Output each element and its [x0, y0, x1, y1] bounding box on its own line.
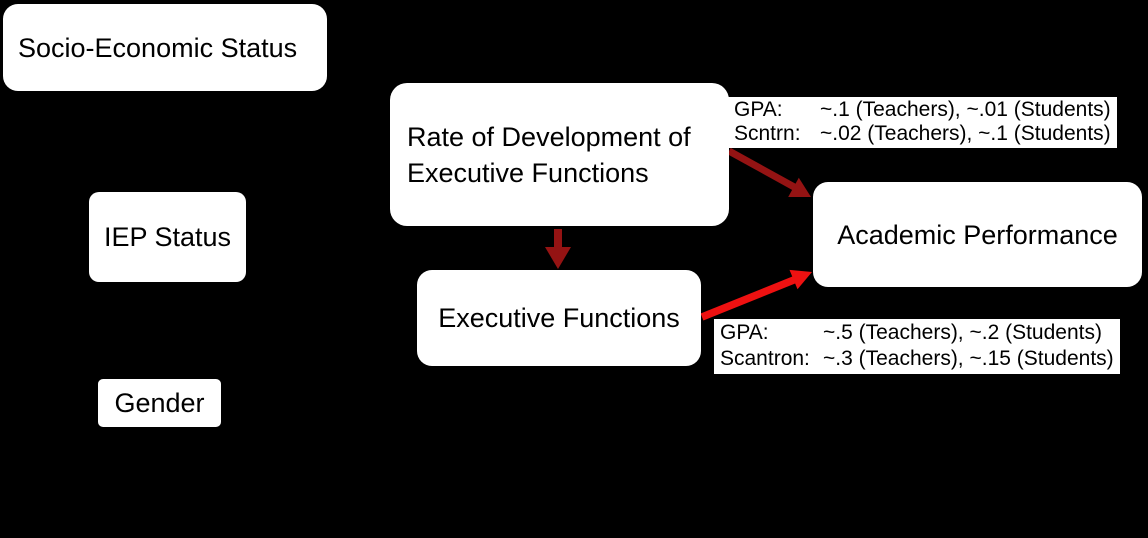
- annotation-gpa-value: ~.1 (Teachers), ~.01 (Students): [820, 98, 1111, 121]
- node-rate-of-development-label: Rate of Development of Executive Functio…: [407, 121, 691, 188]
- node-gender: Gender: [98, 379, 221, 427]
- annotation-row-scntrn: Scntrn: ~.02 (Teachers), ~.1 (Students): [734, 122, 1111, 146]
- annotation-scantron-value: ~.3 (Teachers), ~.15 (Students): [823, 347, 1114, 370]
- annotation-exec-to-acad: GPA: ~.5 (Teachers), ~.2 (Students) Scan…: [714, 319, 1120, 374]
- annotation-gpa-label: GPA:: [720, 321, 769, 344]
- node-iep-status: IEP Status: [89, 192, 246, 282]
- rate-to-exec-arrow-head: [545, 247, 571, 269]
- node-iep-status-label: IEP Status: [103, 222, 232, 252]
- annotation-rate-to-acad: GPA: ~.1 (Teachers), ~.01 (Students) Scn…: [728, 97, 1117, 148]
- node-socio-economic-status-label: Socio-Economic Status: [18, 32, 298, 63]
- node-academic-performance-label: Academic Performance: [837, 219, 1118, 250]
- exec-to-acad-arrow-stem: [700, 276, 797, 321]
- annotation-gpa-value: ~.5 (Teachers), ~.2 (Students): [823, 321, 1102, 344]
- rate-to-acad-arrow-stem: [727, 147, 798, 192]
- annotation-scantron-label: Scantron:: [720, 347, 810, 370]
- node-rate-of-development: Rate of Development of Executive Functio…: [390, 83, 729, 226]
- node-executive-functions: Executive Functions: [417, 270, 701, 366]
- rate-to-acad-arrow-head: [788, 177, 811, 197]
- node-executive-functions-label: Executive Functions: [438, 303, 680, 333]
- annotation-scntrn-label: Scntrn:: [734, 122, 801, 145]
- node-gender-label: Gender: [114, 388, 205, 418]
- annotation-gpa-label: GPA:: [734, 98, 783, 121]
- node-socio-economic-status: Socio-Economic Status: [3, 4, 327, 91]
- node-academic-performance: Academic Performance: [813, 182, 1142, 287]
- annotation-row-gpa: GPA: ~.5 (Teachers), ~.2 (Students): [720, 320, 1114, 346]
- annotation-row-scantron: Scantron: ~.3 (Teachers), ~.15 (Students…: [720, 346, 1114, 372]
- annotation-scntrn-value: ~.02 (Teachers), ~.1 (Students): [820, 122, 1111, 145]
- exec-to-acad-arrow-head: [789, 269, 812, 290]
- annotation-row-gpa: GPA: ~.1 (Teachers), ~.01 (Students): [734, 98, 1111, 122]
